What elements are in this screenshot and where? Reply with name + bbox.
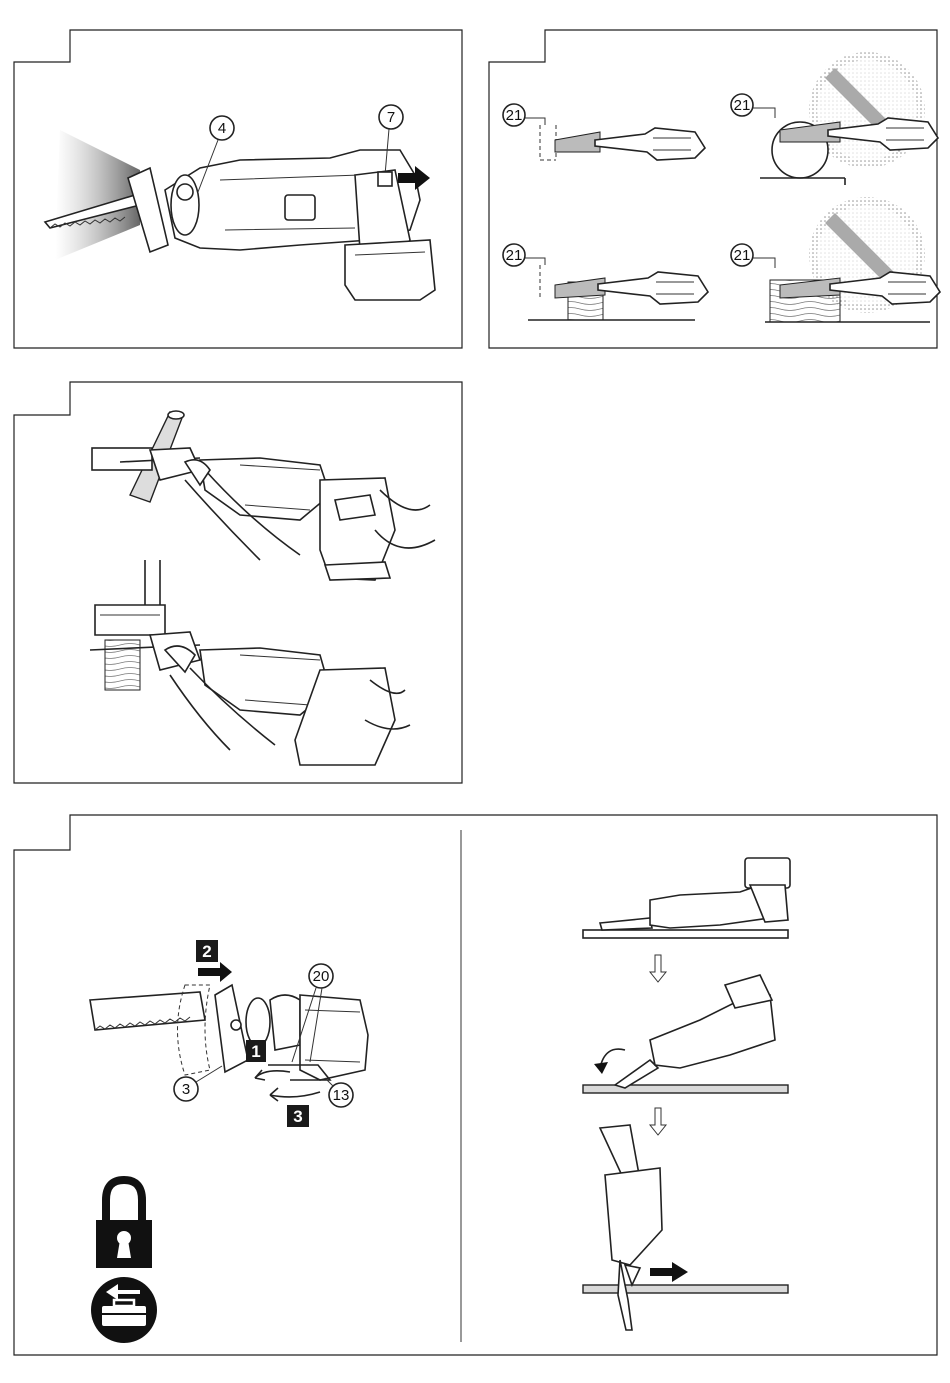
callout-13-label: 13 [333,1087,350,1104]
step-2-label: 2 [202,942,211,961]
callout-21a-label: 21 [506,107,523,124]
wood-cutting-illustration [90,560,410,765]
arrow-right-icon [198,962,232,982]
workpiece-c [583,1285,788,1293]
callout-21d-label: 21 [734,247,751,264]
workpiece-b [583,1085,788,1093]
figure-3-operation-panel [14,382,462,783]
toolbox-return-icon [91,1277,157,1343]
arrow-right-icon [650,1262,688,1282]
step-3-label: 3 [293,1107,302,1126]
arrow-down-icon [650,955,666,982]
callout-7-label: 7 [387,109,395,126]
panel-2b-prohibited: 21 [731,52,938,185]
panel-2d-prohibited: 21 [731,197,940,322]
figure-2-cutting-depth-panel: 21 21 21 [489,30,940,348]
workpiece-a [583,930,788,938]
callout-21b-label: 21 [734,97,751,114]
callout-21c-label: 21 [506,247,523,264]
callout-3-label: 3 [182,1081,190,1098]
panel-2a-correct: 21 [503,104,705,160]
rotate-arrow-icon [594,1062,608,1074]
figure-4-blade-change-panel: 2 1 3 [14,815,937,1355]
saw-blade [90,992,205,1030]
pipe-cutting-illustration [92,411,435,580]
callout-4-label: 4 [218,120,226,137]
step-1-label: 1 [251,1042,260,1061]
figure-1-light-panel: 4 7 [14,30,462,348]
callout-20-label: 20 [313,968,330,985]
padlock-icon [96,1180,152,1268]
battery [345,240,435,300]
arrow-down-icon [650,1108,666,1135]
blade-change-illustration: 2 1 3 [90,940,368,1127]
light-beam [55,130,140,260]
plunge-cut-sequence [583,858,790,1330]
panel-2c-correct: 21 [503,244,708,320]
